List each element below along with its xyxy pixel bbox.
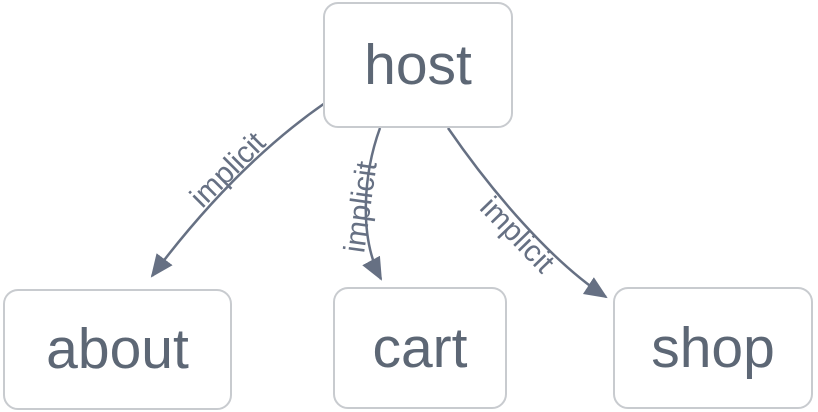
node-cart-label: cart xyxy=(372,315,468,380)
edge-host-shop xyxy=(446,127,608,299)
node-host-label: host xyxy=(364,32,472,97)
edge-host-about xyxy=(150,101,326,278)
node-host[interactable]: host xyxy=(323,2,513,128)
edge-host-cart xyxy=(362,127,383,281)
node-cart[interactable]: cart xyxy=(333,287,507,409)
node-shop[interactable]: shop xyxy=(613,287,813,409)
edge-label-host-about: implicit xyxy=(184,125,273,214)
edge-lines xyxy=(150,101,608,299)
edge-label-host-shop: implicit xyxy=(473,191,561,280)
edge-label-host-cart: implicit xyxy=(338,159,384,255)
node-about-label: about xyxy=(46,317,189,381)
node-about[interactable]: about xyxy=(3,289,232,410)
node-shop-label: shop xyxy=(651,315,775,380)
